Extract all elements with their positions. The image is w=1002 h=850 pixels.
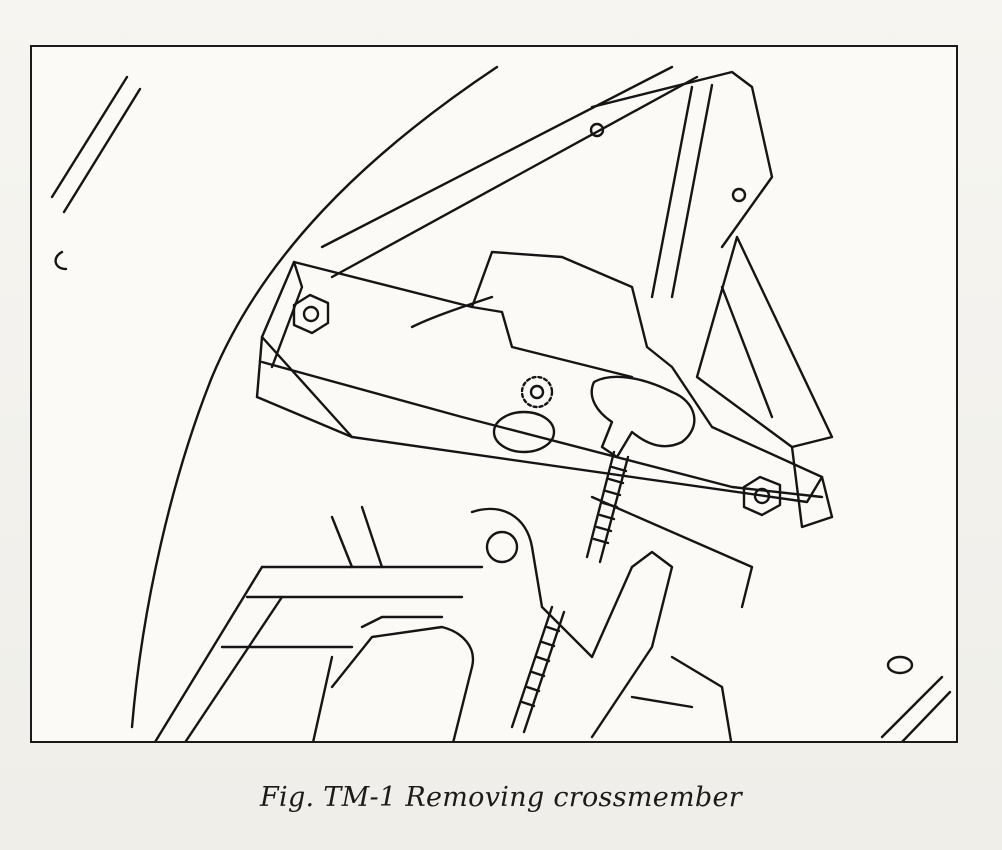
figure-caption: Fig. TM-1 Removing crossmember <box>259 782 742 813</box>
figure-frame <box>30 45 958 743</box>
crossmember-illustration <box>50 65 952 741</box>
